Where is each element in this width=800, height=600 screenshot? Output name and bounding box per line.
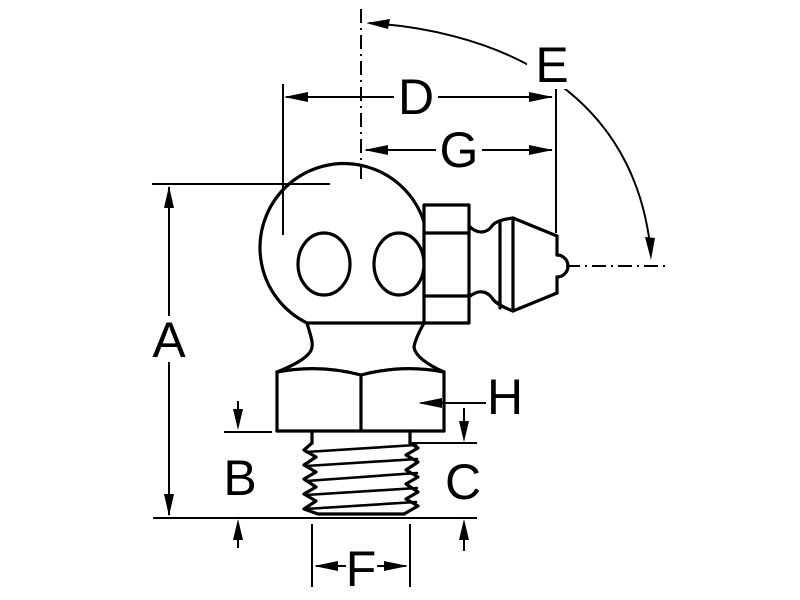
label-gap-g <box>436 127 482 171</box>
dim-g-arrow-left <box>364 145 388 155</box>
dim-e-arrow-bottom <box>645 237 655 260</box>
left-cross-hole <box>296 231 352 297</box>
label-gap-e <box>527 39 577 89</box>
thread-crest-lines <box>303 443 419 511</box>
nipple-neck-lower <box>467 290 515 313</box>
dim-label-d: D <box>398 69 434 125</box>
dim-label-h: H <box>487 369 523 425</box>
nipple-nut-outline <box>422 203 471 325</box>
dimension-c <box>412 408 477 551</box>
neck-left-profile <box>275 321 314 374</box>
dim-label-f: F <box>346 541 377 597</box>
dim-label-g: G <box>440 122 479 178</box>
fitting-outline <box>258 161 570 516</box>
dim-c-arrow-top <box>459 421 469 442</box>
dim-label-c: C <box>445 454 481 510</box>
dimension-e <box>366 19 655 260</box>
dim-label-e: E <box>535 37 568 93</box>
dim-c-arrow-bottom <box>459 519 469 540</box>
label-gap-f <box>346 548 376 586</box>
dim-f-arrow-right <box>384 561 408 571</box>
dim-h-arrow <box>418 398 442 408</box>
dim-e-arrow-top <box>366 19 390 29</box>
dimension-h <box>418 398 486 408</box>
dim-f-arrow-left <box>314 561 338 571</box>
thread-left-zigzag <box>302 441 320 516</box>
label-gap-d <box>394 74 438 118</box>
dim-d-arrow-left <box>284 92 308 102</box>
dimension-f <box>311 524 411 587</box>
dim-label-a: A <box>152 312 186 368</box>
dim-label-b: B <box>223 450 256 506</box>
nipple-cone-bottom <box>511 291 559 313</box>
label-gap-a <box>146 316 192 362</box>
right-cross-hole <box>372 231 426 297</box>
dimension-b <box>224 401 272 548</box>
dim-b-arrow-bottom <box>233 519 243 540</box>
dim-g-arrow-right <box>529 145 553 155</box>
nipple-neck-upper <box>467 216 515 234</box>
dim-a-arrow-up <box>164 186 174 208</box>
neck-right-profile <box>412 321 446 374</box>
nipple-cone-top <box>511 216 559 238</box>
dim-b-arrow-top <box>233 409 243 430</box>
dim-d-arrow-right <box>529 92 553 102</box>
dim-a-arrow-down <box>164 494 174 516</box>
